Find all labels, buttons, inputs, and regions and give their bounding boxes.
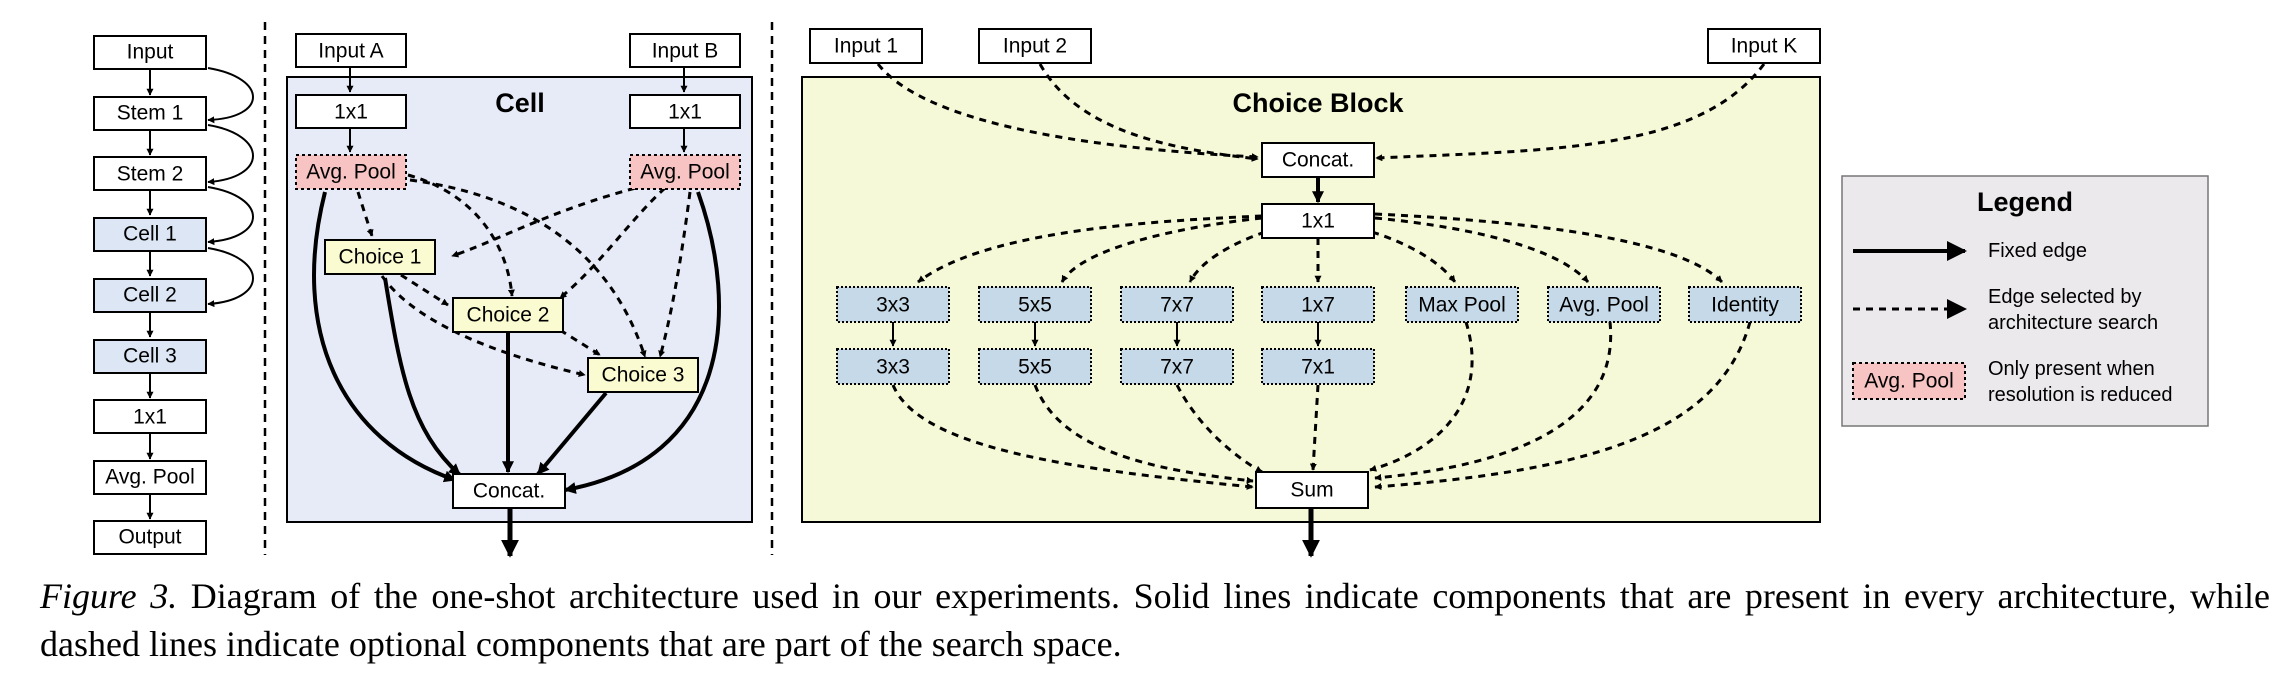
choice-op-avgpool: Avg. Pool [1547, 286, 1661, 323]
cell-conv-b-node: 1x1 [629, 94, 741, 129]
cell-choice3-node: Choice 3 [587, 357, 699, 393]
svg-text:Input A: Input A [318, 40, 383, 63]
svg-text:Avg. Pool: Avg. Pool [105, 466, 195, 489]
cell-edges-dashed [356, 173, 692, 377]
svg-text:Avg. Pool: Avg. Pool [640, 161, 730, 184]
overview-edges [146, 67, 254, 520]
svg-text:Choice 2: Choice 2 [467, 304, 550, 327]
svg-text:Avg. Pool: Avg. Pool [1864, 370, 1954, 393]
overview-stem1-node: Stem 1 [93, 96, 207, 131]
svg-text:Input K: Input K [1731, 35, 1798, 58]
choice-1x1-node: 1x1 [1261, 203, 1375, 239]
svg-text:3x3: 3x3 [876, 294, 910, 317]
svg-text:1x7: 1x7 [1301, 294, 1335, 317]
choice-block-title: Choice Block [1232, 88, 1404, 118]
legend: Legend Fixed edge Edge selected by archi… [1841, 175, 2209, 427]
cell-choice2-node: Choice 2 [452, 297, 564, 333]
legend-pool-note-1: Only present when [1988, 358, 2155, 380]
svg-text:5x5: 5x5 [1018, 356, 1052, 379]
svg-text:1x1: 1x1 [668, 101, 702, 124]
svg-text:7x7: 7x7 [1160, 356, 1194, 379]
svg-text:Stem 2: Stem 2 [117, 163, 184, 186]
svg-text:1x1: 1x1 [133, 406, 167, 429]
svg-text:Input 2: Input 2 [1003, 35, 1067, 58]
legend-selected-edge-label-1: Edge selected by [1988, 286, 2141, 308]
choice-op-7x7-top: 7x7 [1120, 286, 1234, 323]
overview-input-node: Input [93, 35, 207, 70]
choice-op-7x1-bottom: 7x1 [1261, 348, 1375, 385]
figure-caption-text: Diagram of the one-shot architecture use… [40, 576, 2270, 664]
cell-conv-a-node: 1x1 [295, 94, 407, 129]
choice-sum-node: Sum [1255, 471, 1369, 509]
svg-text:Sum: Sum [1290, 479, 1333, 502]
svg-text:Avg. Pool: Avg. Pool [306, 161, 396, 184]
choice-op-7x7-bottom: 7x7 [1120, 348, 1234, 385]
overview-output-node: Output [93, 520, 207, 555]
choice-inputk-node: Input K [1707, 28, 1821, 64]
svg-text:Output: Output [118, 526, 181, 549]
svg-text:Max Pool: Max Pool [1418, 294, 1506, 317]
overview-stem2-node: Stem 2 [93, 156, 207, 191]
choice-op-3x3-top: 3x3 [836, 286, 950, 323]
cell-edges-solid [312, 191, 721, 494]
choice-op-5x5-bottom: 5x5 [978, 348, 1092, 385]
svg-text:3x3: 3x3 [876, 356, 910, 379]
svg-text:5x5: 5x5 [1018, 294, 1052, 317]
svg-text:Input B: Input B [652, 40, 719, 63]
svg-text:Choice 3: Choice 3 [602, 364, 685, 387]
choice-op-maxpool: Max Pool [1405, 286, 1519, 323]
overview-1x1-node: 1x1 [93, 399, 207, 434]
svg-text:Concat.: Concat. [1282, 149, 1354, 172]
svg-text:Stem 1: Stem 1 [117, 102, 184, 125]
svg-text:Cell 3: Cell 3 [123, 345, 177, 368]
choice-op-identity: Identity [1688, 286, 1802, 323]
svg-text:Identity: Identity [1711, 294, 1779, 317]
svg-text:Choice 1: Choice 1 [339, 246, 422, 269]
svg-text:Concat.: Concat. [473, 480, 545, 503]
cell-concat-node: Concat. [452, 473, 566, 509]
svg-text:1x1: 1x1 [1301, 210, 1335, 233]
choice-concat-node: Concat. [1261, 142, 1375, 178]
choice-edges-thin [889, 322, 1322, 347]
choice-input1-node: Input 1 [809, 28, 923, 64]
svg-text:7x7: 7x7 [1160, 294, 1194, 317]
overview-cell3-node: Cell 3 [93, 339, 207, 374]
choice-op-5x5-top: 5x5 [978, 286, 1092, 323]
figure-label: Figure 3. [40, 576, 178, 616]
cell-title: Cell [495, 88, 545, 118]
legend-pool-sample: Avg. Pool [1852, 362, 1966, 400]
overview-cell2-node: Cell 2 [93, 278, 207, 313]
cell-edges-thin [346, 67, 688, 153]
choice-edges-dashed [876, 63, 1766, 491]
legend-title: Legend [1977, 187, 2073, 217]
svg-text:Input: Input [127, 41, 174, 64]
svg-text:7x1: 7x1 [1301, 356, 1335, 379]
overview-cell1-node: Cell 1 [93, 217, 207, 252]
overview-avgpool-node: Avg. Pool [93, 460, 207, 495]
cell-input-b-node: Input B [629, 33, 741, 68]
svg-text:Input 1: Input 1 [834, 35, 898, 58]
cell-pool-a-node: Avg. Pool [295, 154, 407, 190]
choice-op-1x7-top: 1x7 [1261, 286, 1375, 323]
cell-input-a-node: Input A [295, 33, 407, 68]
legend-pool-note-2: resolution is reduced [1988, 384, 2173, 406]
svg-text:1x1: 1x1 [334, 101, 368, 124]
cell-pool-b-node: Avg. Pool [629, 154, 741, 190]
figure-caption: Figure 3. Diagram of the one-shot archit… [40, 572, 2270, 668]
svg-text:Cell 1: Cell 1 [123, 223, 177, 246]
legend-selected-edge-label-2: architecture search [1988, 312, 2158, 334]
legend-fixed-edge-label: Fixed edge [1988, 240, 2087, 262]
svg-text:Cell 2: Cell 2 [123, 284, 177, 307]
cell-choice1-node: Choice 1 [324, 239, 436, 275]
svg-text:Avg. Pool: Avg. Pool [1559, 294, 1649, 317]
choice-input2-node: Input 2 [978, 28, 1092, 64]
choice-op-3x3-bottom: 3x3 [836, 348, 950, 385]
